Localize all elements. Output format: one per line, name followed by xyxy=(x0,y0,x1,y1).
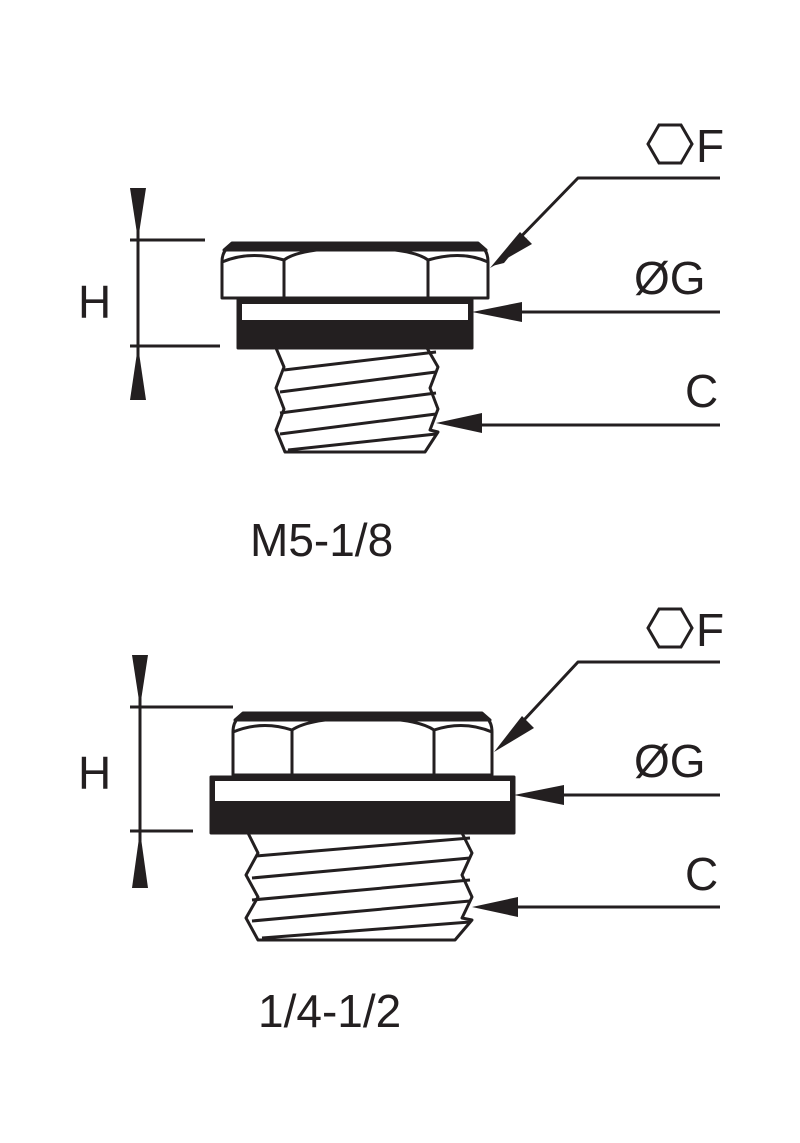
leader-g xyxy=(472,302,720,322)
hex-head xyxy=(231,711,494,777)
hex-head xyxy=(220,241,490,300)
label-f-top: F xyxy=(696,120,724,172)
caption-bottom: 1/4-1/2 xyxy=(258,985,401,1037)
hexagon-outline-icon xyxy=(646,607,694,649)
leader-f xyxy=(494,660,720,752)
leader-g xyxy=(514,785,720,805)
leader-c xyxy=(436,413,720,433)
label-f-bottom: F xyxy=(696,604,724,656)
label-g-top: ØG xyxy=(634,252,706,304)
thread-body xyxy=(244,831,474,942)
thread-body xyxy=(274,346,440,454)
washer xyxy=(236,298,474,350)
washer xyxy=(209,775,516,835)
plug-diagram-large xyxy=(130,655,720,942)
label-c-bottom: C xyxy=(685,848,718,900)
leader-f xyxy=(490,176,720,268)
label-g-bottom: ØG xyxy=(634,735,706,787)
label-h-bottom: H xyxy=(78,747,111,799)
leader-c xyxy=(472,897,720,917)
label-c-top: C xyxy=(685,365,718,417)
caption-top: M5-1/8 xyxy=(250,514,393,566)
hexagon-outline-icon xyxy=(646,123,694,165)
dimension-h xyxy=(130,188,220,400)
plug-diagram-small xyxy=(130,176,720,454)
dimension-h xyxy=(130,655,233,888)
label-h-top: H xyxy=(78,276,111,328)
